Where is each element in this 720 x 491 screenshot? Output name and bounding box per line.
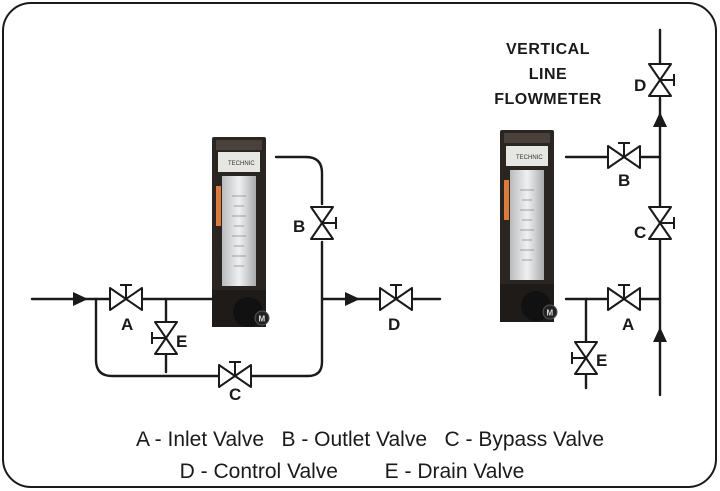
- label-a-left: A: [121, 315, 133, 334]
- knob-letter-left: M: [259, 315, 266, 324]
- flow-arrow-in: [73, 292, 88, 306]
- label-e-right: E: [596, 351, 607, 370]
- knob-letter-right: M: [547, 309, 554, 318]
- label-b-right: B: [618, 171, 630, 190]
- label-d-right: D: [634, 76, 646, 95]
- label-a-right: A: [622, 315, 634, 334]
- legend-line-2: D - Control Valve E - Drain Valve: [180, 460, 525, 483]
- inlet-valve-a-right-icon: [607, 284, 641, 311]
- bypass-return-pipe: [250, 240, 324, 378]
- outlet-valve-b-right-icon: [607, 142, 641, 169]
- label-c-right: C: [634, 223, 646, 242]
- legend-line-1: A - Inlet Valve B - Outlet Valve C - Byp…: [136, 428, 604, 451]
- title-line-3: FLOWMETER: [494, 91, 602, 108]
- drain-valve-e-icon: [151, 321, 178, 355]
- bypass-valve-c-icon: [218, 361, 252, 388]
- label-e-left: E: [176, 332, 187, 351]
- right-installation: VERTICAL LINE FLOWMETER D B C A E: [494, 28, 675, 397]
- drain-valve-e-right-icon: [571, 341, 598, 375]
- outlet-valve-b-icon: [310, 206, 337, 240]
- flow-arrow-up-top: [653, 112, 667, 127]
- title-line-2: LINE: [529, 66, 567, 83]
- flowmeter-left: TECHNIC M: [212, 137, 270, 327]
- outlet-pipe: [274, 155, 324, 206]
- control-valve-d-icon: [379, 284, 413, 311]
- bypass-pipe: [94, 297, 220, 378]
- flowmeter-right: TECHNIC M: [500, 130, 558, 322]
- flowmeter-brand-right: TECHNIC: [516, 155, 543, 161]
- label-c-left: C: [229, 385, 241, 404]
- control-valve-d-right-icon: [648, 63, 675, 97]
- flow-arrow-up-bottom: [653, 327, 667, 342]
- left-installation: A B C D E TECHNIC M: [30, 137, 442, 404]
- label-b-left: B: [293, 217, 305, 236]
- title-line-1: VERTICAL: [506, 41, 590, 58]
- inlet-valve-a-icon: [109, 284, 143, 311]
- flow-arrow-out: [345, 292, 360, 306]
- bypass-valve-c-right-icon: [648, 206, 675, 240]
- label-d-left: D: [388, 315, 400, 334]
- flowmeter-brand-left: TECHNIC: [228, 161, 255, 167]
